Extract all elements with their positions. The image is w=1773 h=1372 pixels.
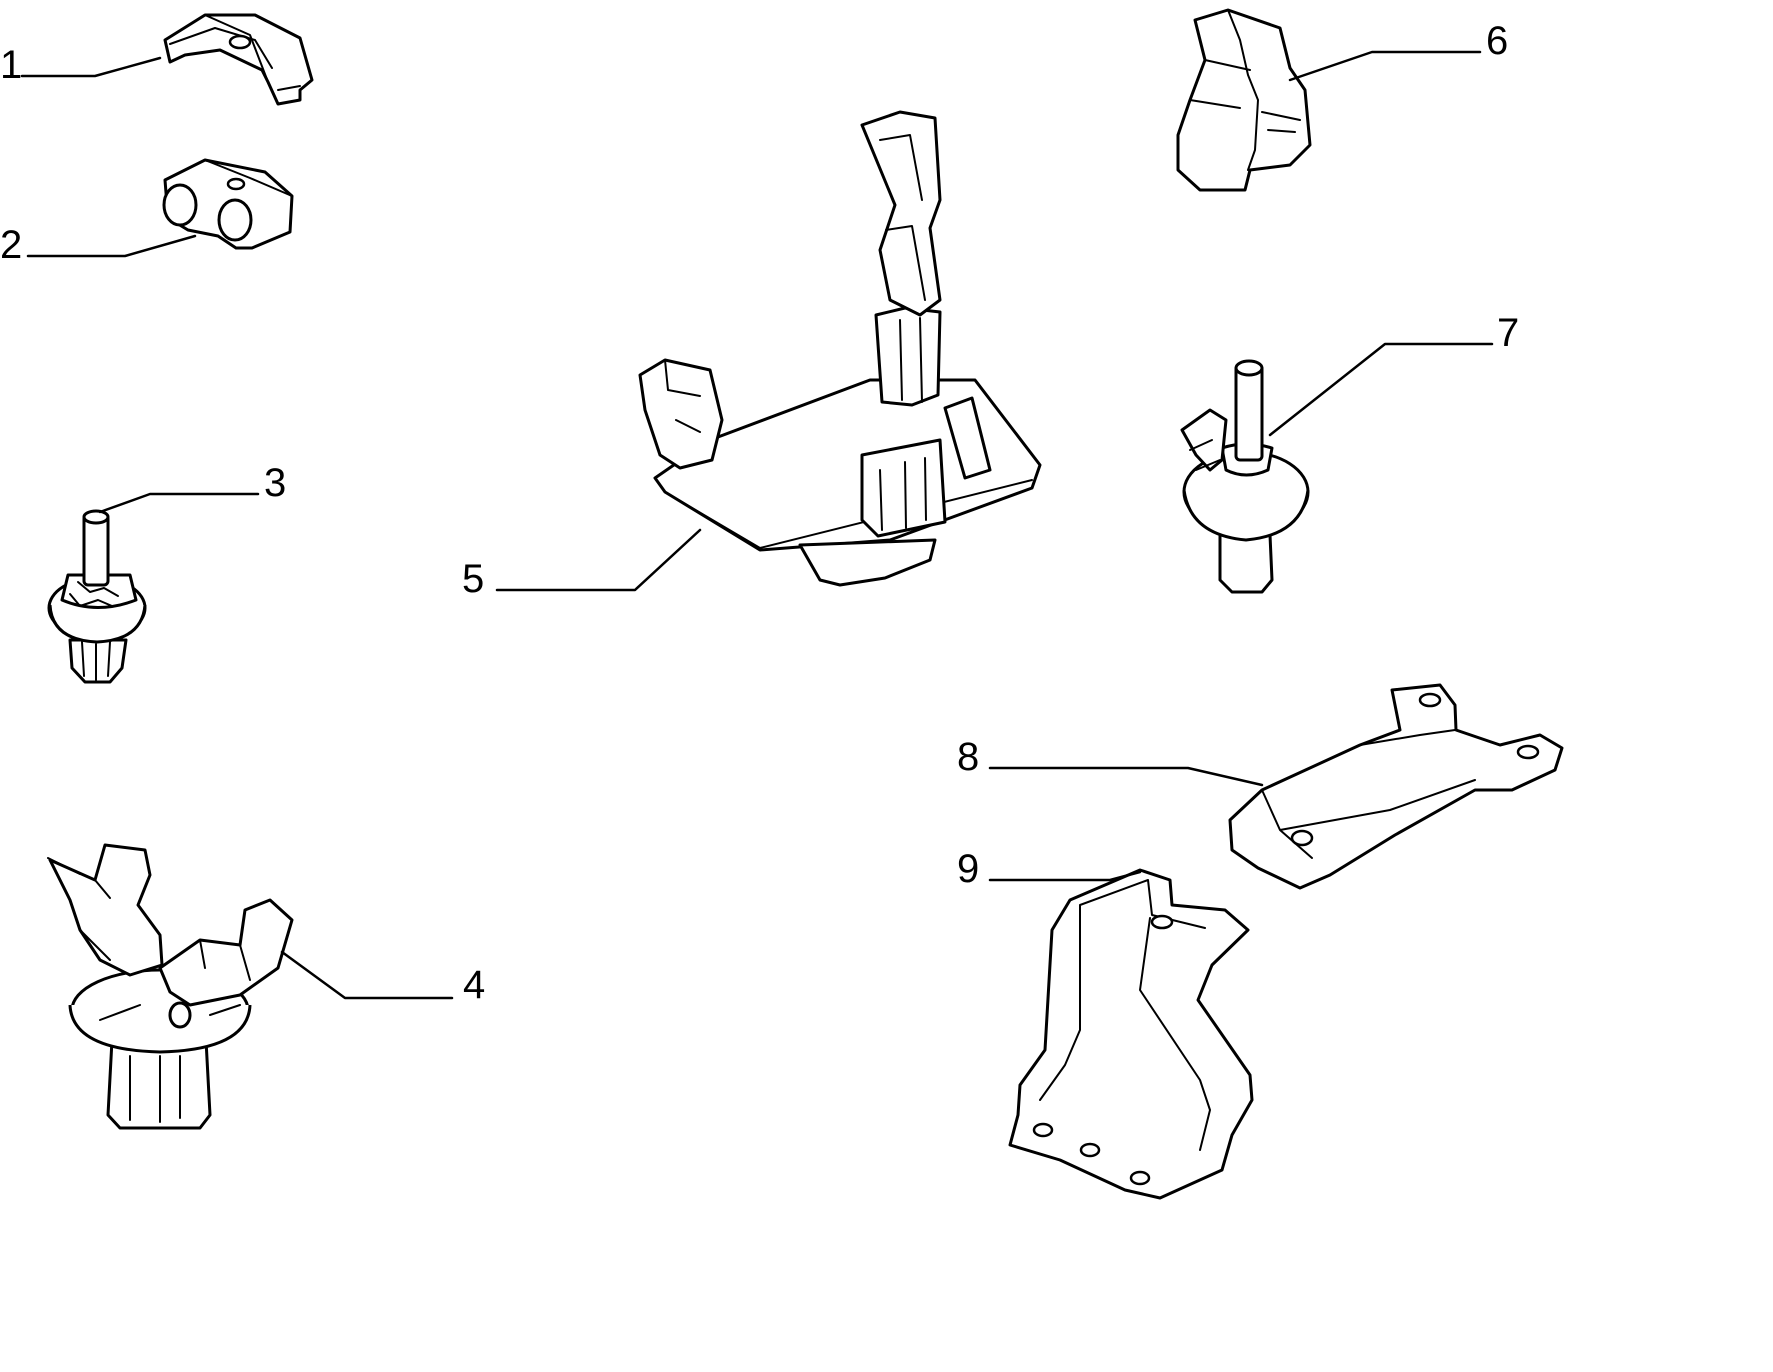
leader-line-3 bbox=[98, 492, 260, 514]
callout-5: 5 bbox=[462, 557, 484, 601]
callout-6: 6 bbox=[1486, 19, 1508, 63]
part-2-double-tube-clip bbox=[162, 158, 294, 250]
leader-line-1 bbox=[20, 56, 162, 78]
part-6-bracket-clip bbox=[1176, 8, 1312, 192]
parts-diagram: 1 2 3 4 5 6 7 8 9 bbox=[0, 8, 1564, 1200]
callout-7: 7 bbox=[1497, 311, 1519, 355]
leader-line-9 bbox=[988, 870, 1142, 882]
part-9-z-bracket bbox=[1008, 868, 1254, 1200]
callout-9: 9 bbox=[957, 847, 979, 891]
leader-lines bbox=[20, 50, 1494, 1000]
part-8-strap-bracket bbox=[1228, 683, 1564, 890]
callout-1: 1 bbox=[0, 43, 22, 87]
part-4-multi-tube-clip bbox=[47, 843, 294, 1130]
leader-line-6 bbox=[1288, 50, 1482, 82]
leader-line-5 bbox=[495, 528, 702, 592]
part-3-push-pin bbox=[47, 509, 147, 684]
leader-line-8 bbox=[988, 766, 1264, 787]
leader-line-7 bbox=[1268, 342, 1494, 437]
part-1-saddle-clip bbox=[163, 13, 314, 106]
part-7-push-pin bbox=[1180, 359, 1310, 594]
callout-3: 3 bbox=[264, 461, 286, 505]
leader-line-4 bbox=[280, 950, 454, 1000]
part-5-bracket bbox=[638, 110, 1042, 587]
leader-line-2 bbox=[26, 234, 197, 258]
callout-4: 4 bbox=[463, 963, 485, 1007]
callout-labels: 1 2 3 4 5 6 7 8 9 bbox=[0, 19, 1519, 1007]
callout-8: 8 bbox=[957, 735, 979, 779]
callout-2: 2 bbox=[0, 223, 22, 267]
